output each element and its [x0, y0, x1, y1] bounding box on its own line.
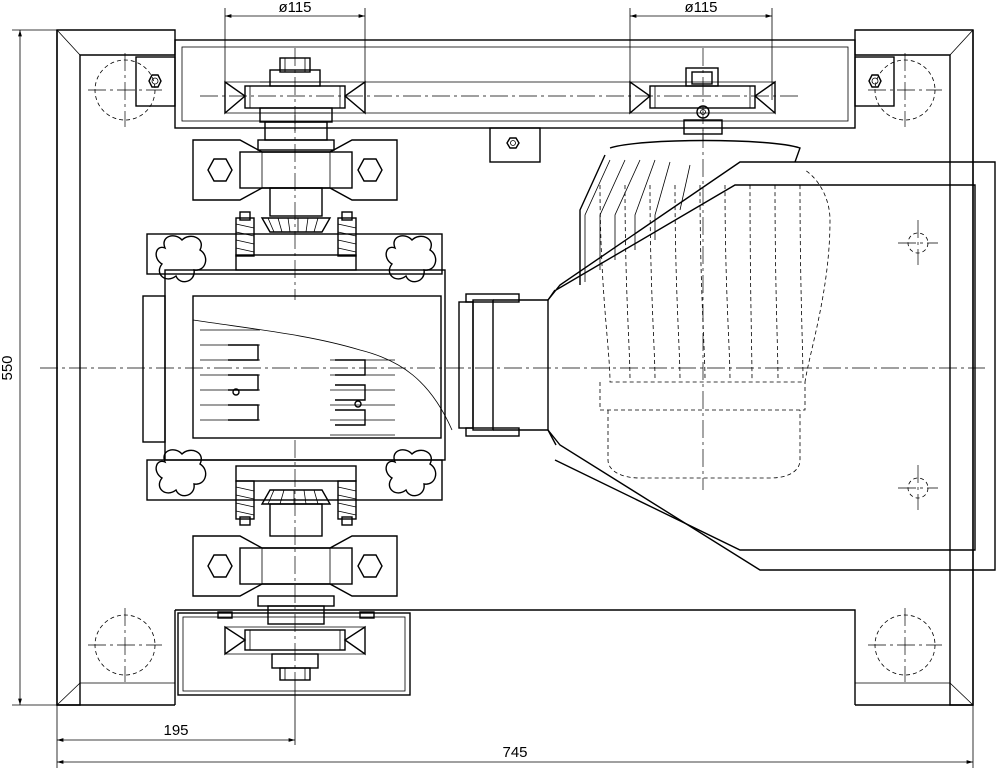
clamp-knob-bottom-left	[155, 449, 207, 497]
pulley-top-right	[629, 48, 776, 140]
motor	[579, 130, 831, 490]
lower-bearing-block	[192, 440, 398, 680]
pulley-left-diameter-label: ø115	[278, 0, 311, 16]
dimension-pulley-left: ø115	[224, 0, 366, 100]
dimension-pulley-right: ø115	[629, 0, 773, 100]
clamp-knob-bottom-right	[385, 449, 437, 497]
dimension-height: 550	[0, 29, 57, 706]
clamp-knob-top-right	[385, 235, 437, 283]
offset-195-label: 195	[163, 722, 188, 739]
upper-bearing-block	[192, 115, 398, 300]
base-frame	[56, 29, 974, 706]
dimension-offset: 195	[56, 680, 296, 768]
frame-height-label: 550	[0, 355, 16, 380]
vibrator-housing	[40, 233, 985, 501]
mounting-holes	[88, 53, 942, 682]
pulley-right-diameter-label: ø115	[684, 0, 717, 16]
frame-width-label: 745	[502, 744, 527, 761]
dimension-width: 745	[57, 705, 974, 768]
clamp-knob-top-left	[155, 235, 207, 283]
bottom-pulley-guard	[177, 611, 411, 696]
hopper-chute	[547, 161, 996, 571]
